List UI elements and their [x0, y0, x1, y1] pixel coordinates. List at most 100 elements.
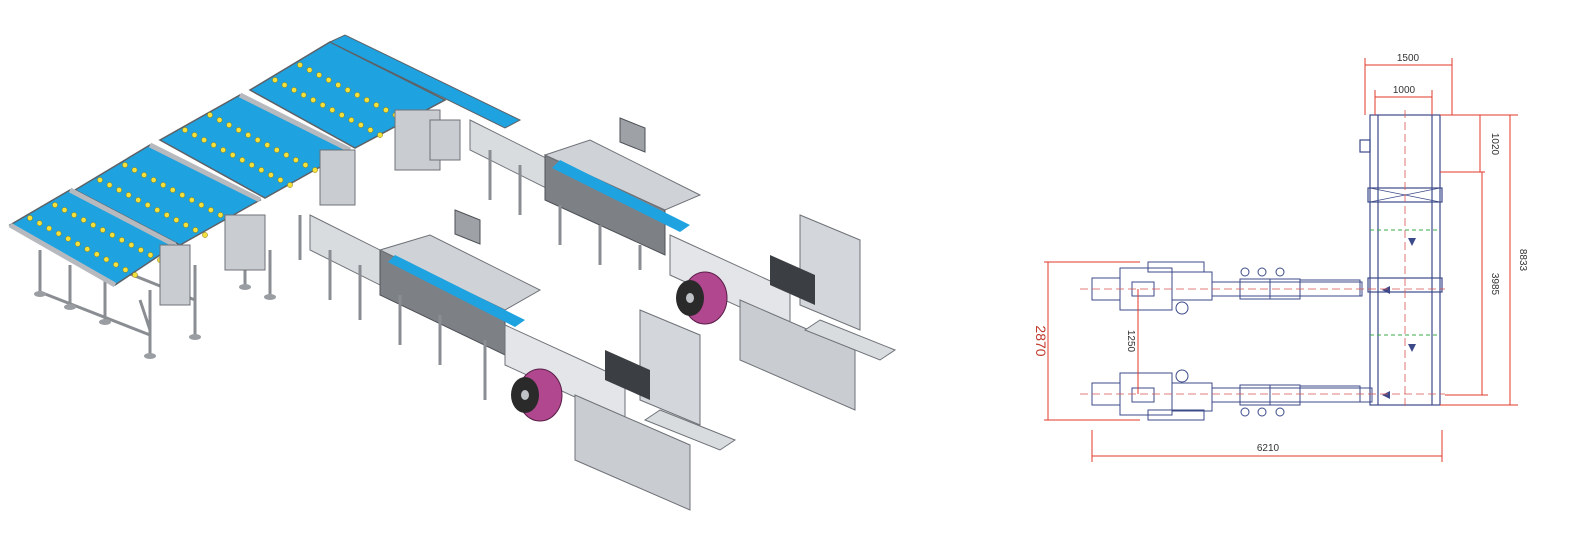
product-dot	[97, 177, 103, 183]
product-dot	[348, 117, 355, 123]
product-dot	[377, 132, 383, 138]
product-dot	[55, 230, 62, 237]
product-dot	[220, 147, 227, 153]
product-dot	[27, 215, 33, 221]
product-dot	[52, 202, 58, 208]
product-dot	[335, 82, 342, 88]
product-dot	[46, 225, 52, 232]
dim-top-outer: 1500	[1397, 53, 1420, 64]
transfer-units	[159, 109, 461, 306]
product-dot	[109, 232, 116, 238]
product-dot	[150, 177, 157, 183]
dim-bottom-total: 6210	[1257, 443, 1280, 454]
lower-packing-line	[309, 209, 542, 400]
product-dot	[312, 167, 318, 173]
product-dot	[122, 266, 129, 273]
product-dot	[131, 167, 138, 173]
lower-monitor-icon	[454, 209, 481, 245]
product-dot	[61, 207, 68, 213]
product-dot	[135, 197, 142, 203]
cooling-conveyor-belts	[8, 34, 522, 286]
product-dots	[27, 62, 408, 278]
product-dot	[208, 207, 214, 213]
product-dot	[268, 172, 274, 178]
lower-flow-wrapper	[504, 309, 737, 511]
lane-center-lines	[1080, 288, 1445, 395]
product-dot	[302, 162, 309, 168]
upper-packing-line	[469, 117, 702, 270]
product-dot	[344, 87, 351, 93]
dimension-lines	[1044, 58, 1518, 462]
conveyor-side-rails	[8, 92, 352, 288]
product-dot	[217, 212, 224, 218]
plan-layout-drawing: 1500 1000 1020 8833 3985 2870 1250 6210	[1033, 53, 1528, 462]
dim-middle-section: 3985	[1489, 273, 1500, 296]
product-dot	[169, 187, 176, 193]
product-dot	[226, 122, 232, 128]
product-dot	[144, 202, 151, 208]
product-dot	[216, 117, 223, 123]
product-dot	[138, 247, 144, 253]
product-dot	[210, 142, 217, 148]
lower-packing-lane	[1091, 369, 1373, 421]
product-dot	[71, 212, 77, 218]
product-dot	[229, 152, 236, 158]
product-dot	[306, 67, 313, 73]
dim-lane-spacing: 1250	[1125, 330, 1136, 353]
product-dot	[287, 182, 293, 188]
product-dot	[297, 62, 303, 68]
product-dot	[116, 187, 122, 193]
product-dot	[141, 172, 147, 178]
green-section-marks	[1370, 229, 1440, 336]
vertical-conveyor	[1359, 114, 1443, 406]
product-dot	[273, 147, 280, 153]
product-dot	[300, 92, 307, 98]
conveyor-feet	[34, 284, 276, 359]
product-dot	[182, 127, 188, 133]
product-dot	[132, 272, 138, 278]
product-dot	[363, 97, 370, 103]
product-dot	[248, 162, 255, 168]
product-dot	[36, 220, 43, 227]
product-dot	[235, 127, 242, 133]
product-dot	[258, 167, 265, 173]
product-dot	[319, 102, 326, 108]
product-dot	[207, 112, 213, 118]
dim-left-total: 2870	[1033, 325, 1049, 356]
infeed-belt-top	[328, 34, 522, 129]
product-dot	[254, 137, 261, 143]
product-dot	[367, 127, 374, 133]
product-dot	[173, 217, 180, 223]
product-dot	[118, 237, 125, 243]
product-dot	[198, 202, 205, 208]
product-dot	[245, 132, 252, 138]
product-dot	[283, 152, 290, 158]
product-dot	[191, 132, 198, 138]
upper-flow-wrapper	[669, 214, 897, 411]
product-dot	[291, 87, 297, 93]
product-dot	[277, 177, 284, 183]
flow-arrow-icons	[1382, 238, 1416, 399]
product-dot	[125, 192, 132, 198]
product-dot	[65, 235, 72, 242]
product-dot	[106, 182, 113, 188]
product-dot	[329, 107, 336, 113]
product-dot	[99, 227, 106, 233]
upper-packing-lane	[1091, 261, 1363, 315]
product-dot	[383, 107, 389, 113]
product-dot	[316, 72, 322, 78]
product-dot	[264, 142, 271, 148]
product-dot	[239, 157, 246, 163]
product-dot	[373, 102, 380, 108]
product-dot	[192, 227, 199, 233]
product-dot	[310, 97, 317, 103]
product-dot	[354, 92, 361, 98]
product-dot	[163, 212, 170, 218]
product-dot	[281, 82, 288, 88]
product-dot	[160, 182, 167, 188]
product-dot	[272, 77, 278, 83]
product-dot	[103, 256, 110, 263]
upper-monitor-icon	[619, 117, 646, 153]
product-dot	[202, 232, 208, 238]
product-dot	[90, 222, 97, 228]
